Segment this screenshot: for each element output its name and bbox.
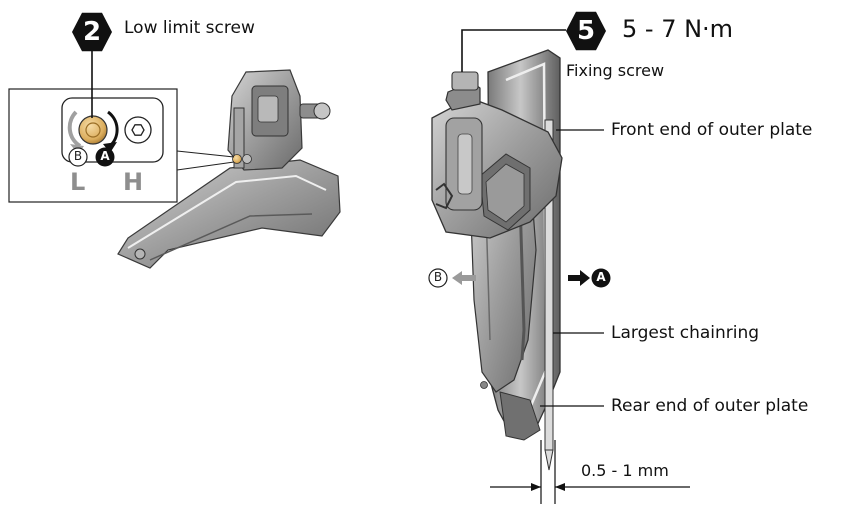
right-derailleur (431, 49, 563, 471)
rear-end-outer-plate-label: Rear end of outer plate (611, 396, 809, 416)
inset-marker-b: B (73, 149, 83, 163)
clearance-dimension-label: 0.5 - 1 mm (581, 461, 669, 480)
fixing-screw-leader (461, 29, 566, 72)
marker-b-circle (428, 268, 448, 288)
inset-letter-l: L (70, 168, 86, 196)
direction-arrow-left (452, 271, 476, 285)
inset-marker-a: A (100, 149, 110, 163)
clearance-dimension (490, 440, 690, 504)
fixing-screw-label: Fixing screw (566, 61, 665, 80)
low-limit-screw-label: Low limit screw (124, 18, 255, 38)
direction-marker-a: A (596, 270, 606, 284)
screw-inset (8, 50, 235, 203)
marker-a-circle (591, 268, 611, 288)
inset-letter-h: H (123, 168, 144, 196)
direction-marker-b: B (433, 270, 443, 284)
direction-arrow-right (568, 270, 590, 286)
left-derailleur (117, 69, 341, 269)
step-5-badge: 5 (566, 11, 606, 51)
torque-value: 5 - 7 N·m (622, 15, 734, 43)
largest-chainring-label: Largest chainring (611, 323, 760, 343)
front-end-outer-plate-label: Front end of outer plate (611, 120, 813, 140)
